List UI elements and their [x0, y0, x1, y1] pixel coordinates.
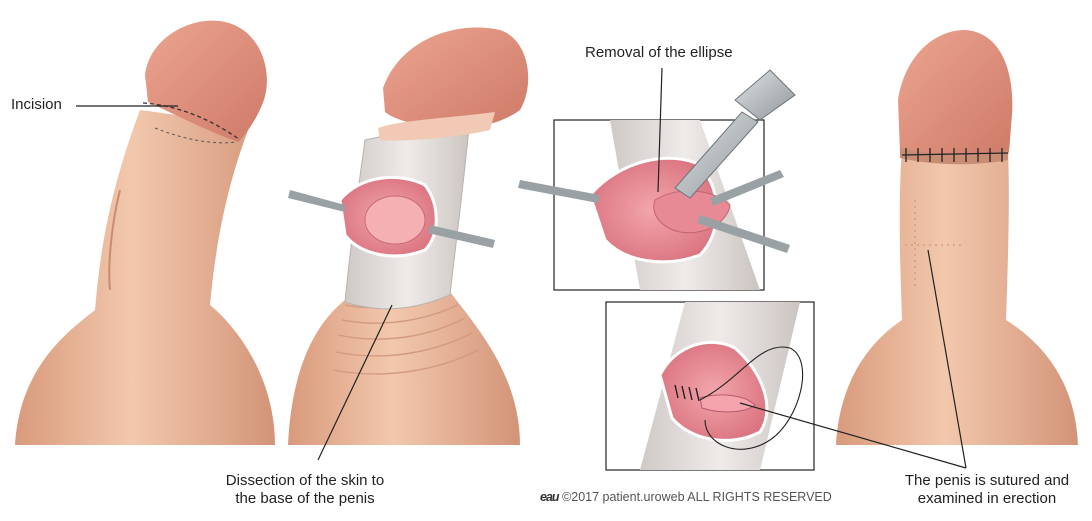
- shaft-base-2: [288, 285, 520, 445]
- figure-sutured: [836, 30, 1078, 445]
- label-sutured: The penis is sutured and examined in ere…: [884, 472, 1090, 508]
- glans-5: [898, 30, 1012, 158]
- eau-logo: eau: [540, 490, 559, 504]
- figure-incision: [15, 21, 275, 445]
- label-incision: Incision: [11, 96, 62, 114]
- figure-suture-detail: [606, 302, 814, 470]
- copyright-notice: eau ©2017 patient.uroweb ALL RIGHTS RESE…: [540, 488, 832, 506]
- figure-removal: [518, 70, 795, 290]
- label-sutured-line2: examined in erection: [884, 490, 1090, 508]
- label-sutured-line1: The penis is sutured and: [884, 472, 1090, 490]
- label-removal: Removal of the ellipse: [585, 44, 733, 62]
- shaft-5: [836, 150, 1078, 445]
- label-dissection-line2: the base of the penis: [175, 490, 435, 508]
- label-dissection: Dissection of the skin to the base of th…: [175, 472, 435, 508]
- glans-2: [383, 27, 528, 128]
- shaft-1: [15, 110, 275, 445]
- clamp-left: [288, 190, 345, 212]
- copyright-text: ©2017 patient.uroweb ALL RIGHTS RESERVED: [562, 490, 832, 504]
- label-dissection-line1: Dissection of the skin to: [175, 472, 435, 490]
- figure-dissection: [288, 27, 528, 445]
